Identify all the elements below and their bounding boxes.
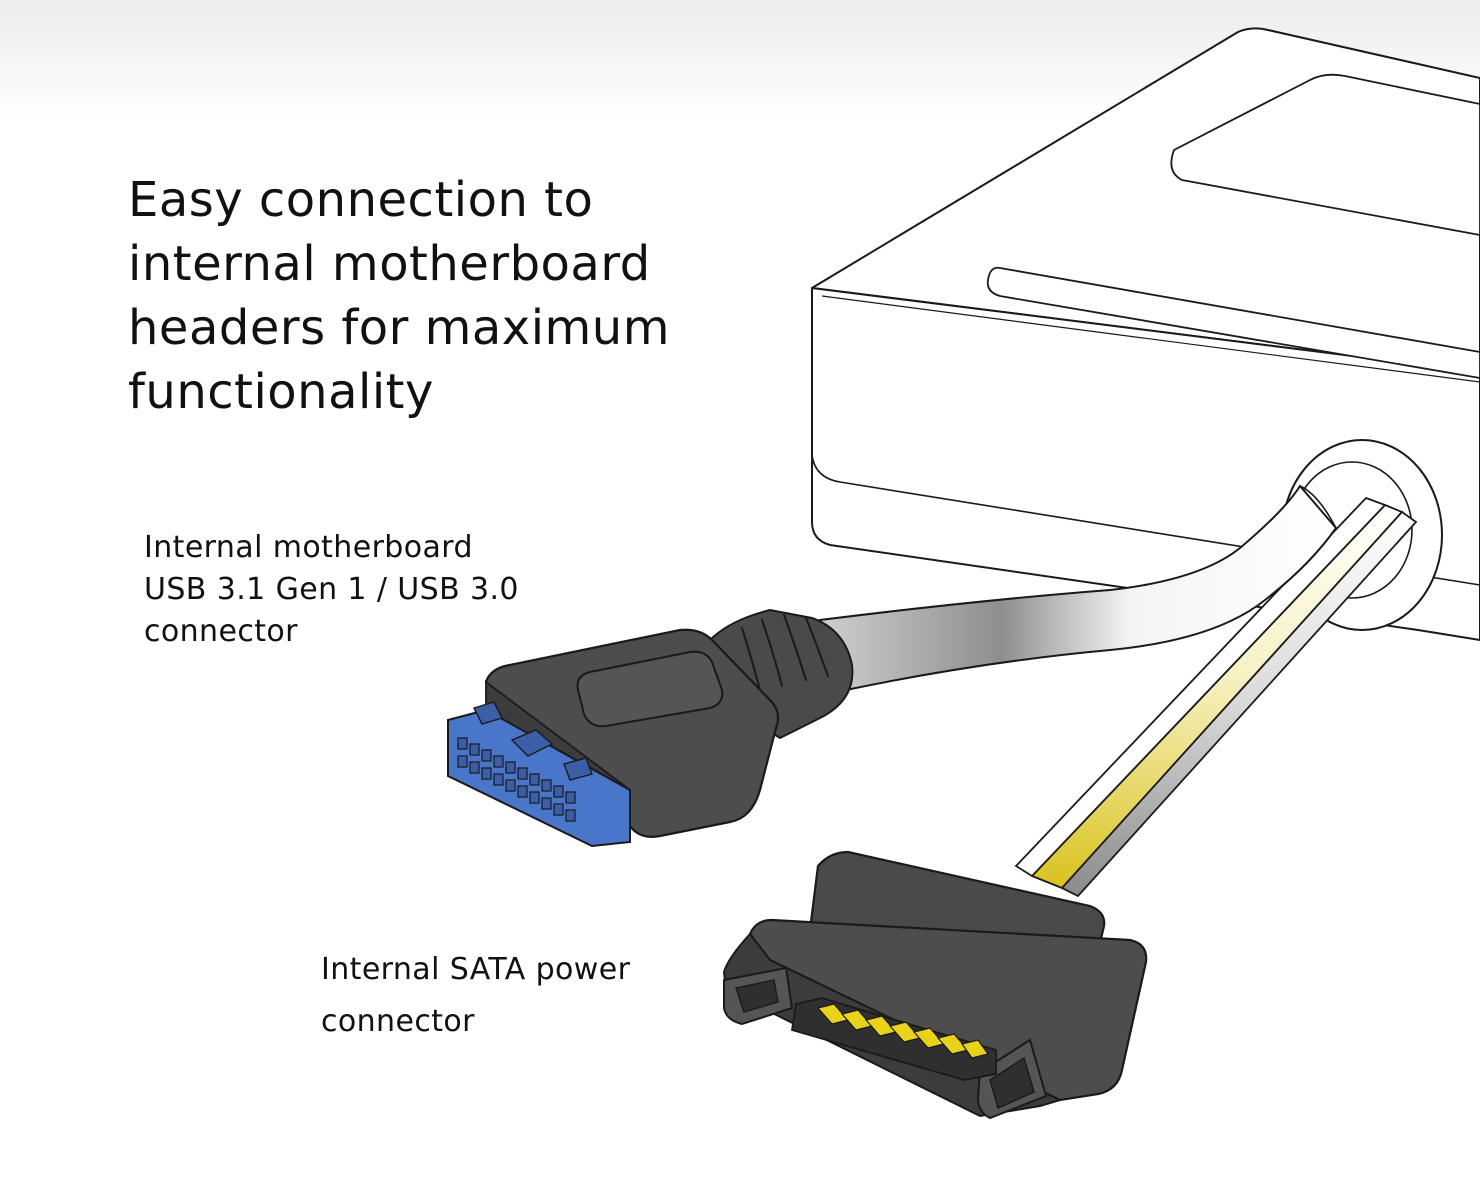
usb-cable	[818, 484, 1338, 692]
sata-connector-body	[748, 918, 1148, 1102]
headline-line-3: headers for maximum	[128, 300, 670, 356]
sata-pins	[816, 1003, 990, 1059]
usb-connector-label: Internal motherboard USB 3.1 Gen 1 / USB…	[144, 527, 519, 653]
hub-device	[811, 27, 1480, 641]
headline-line-2: internal motherboard	[128, 236, 651, 292]
usb-label-line-3: connector	[144, 614, 298, 649]
sata-connector-label: Internal SATA power connector	[321, 944, 630, 1048]
sata-label-line-2: connector	[321, 1004, 475, 1039]
usb-label-line-2: USB 3.1 Gen 1 / USB 3.0	[144, 572, 519, 607]
sata-connector	[722, 850, 1148, 1120]
headline: Easy connection to internal motherboard …	[128, 168, 748, 424]
sata-wires	[1014, 496, 1418, 898]
usb-pin-holes	[457, 737, 576, 822]
usb3-connector	[447, 608, 854, 848]
sata-label-line-1: Internal SATA power	[321, 952, 631, 987]
usb-label-line-1: Internal motherboard	[144, 530, 473, 565]
headline-line-4: functionality	[128, 364, 434, 420]
headline-line-1: Easy connection to	[128, 172, 594, 228]
